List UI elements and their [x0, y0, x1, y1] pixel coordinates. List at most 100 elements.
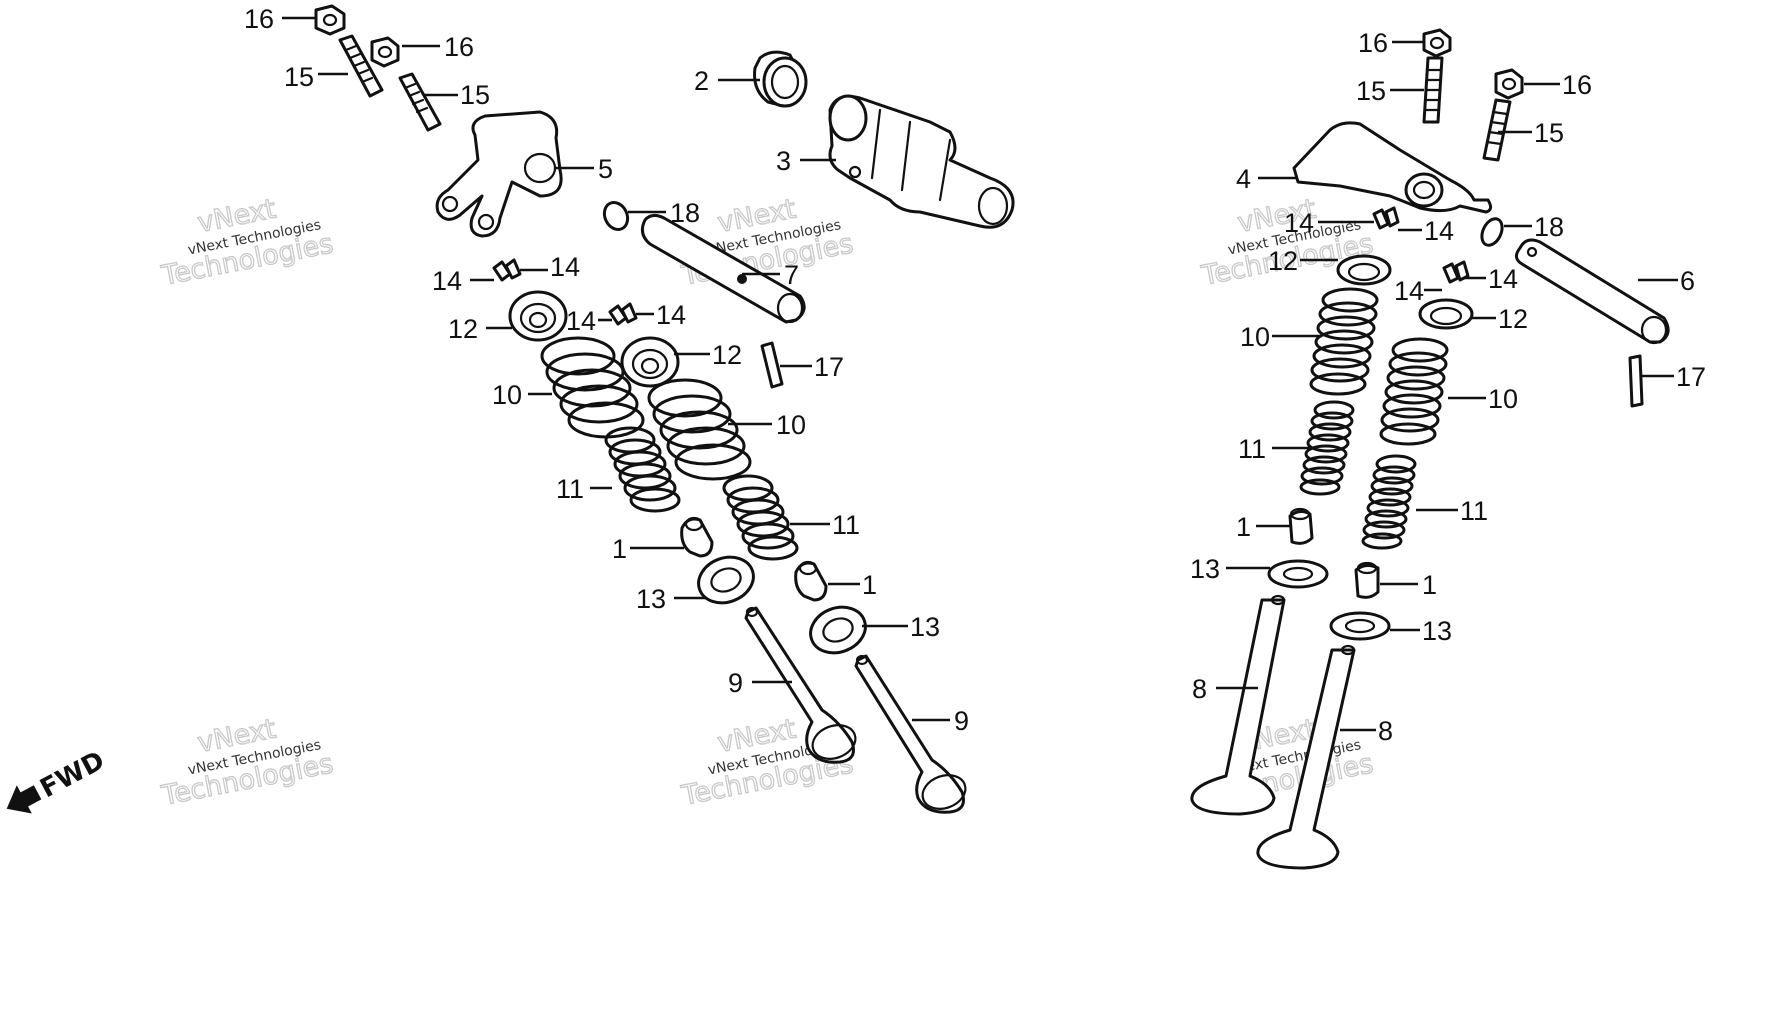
callout-15: 15: [284, 62, 314, 92]
callout-18: 18: [670, 198, 700, 228]
inner-spring-icon: [1361, 454, 1417, 550]
stem-seal-icon: [1288, 507, 1314, 545]
retainer-icon: [508, 290, 568, 342]
cotter-icon: [1372, 206, 1400, 230]
nut-icon: [1422, 28, 1452, 58]
callout-14: 14: [1424, 216, 1454, 246]
spring-seat-icon: [697, 555, 755, 605]
callout-15: 15: [460, 80, 490, 110]
callout-14: 14: [432, 266, 462, 296]
callout-1: 1: [1236, 512, 1251, 542]
outer-spring-icon: [1379, 337, 1449, 446]
callout-17: 17: [1676, 362, 1706, 392]
pin-icon: [1628, 354, 1644, 408]
pin-icon: [760, 341, 784, 389]
retainer-icon: [620, 336, 680, 388]
callout-1: 1: [862, 570, 877, 600]
callout-14: 14: [656, 300, 686, 330]
callout-labels: 16 16 15 15 5 2 3 18 7 14 14 14 14 12 12…: [244, 4, 1706, 746]
callout-6: 6: [1680, 266, 1695, 296]
callout-12: 12: [712, 340, 742, 370]
outer-spring-icon: [647, 378, 752, 481]
svg-text:FWD: FWD: [35, 746, 109, 804]
callout-10: 10: [776, 410, 806, 440]
callout-12: 12: [1498, 304, 1528, 334]
callout-11: 11: [832, 510, 860, 540]
rocker-arm-icon: [435, 110, 563, 238]
callout-12: 12: [1268, 246, 1298, 276]
callout-14: 14: [1488, 264, 1518, 294]
stem-seal-icon: [680, 516, 714, 558]
callout-12: 12: [448, 314, 478, 344]
callout-11: 11: [1460, 496, 1488, 526]
adjuster-screw-icon: [338, 34, 384, 98]
callout-8: 8: [1378, 716, 1393, 746]
rocker-shaft-icon: [640, 213, 806, 324]
stem-seal-icon: [794, 560, 828, 602]
watermark: vNext vNext Technologies Technologies: [158, 193, 336, 293]
callout-7: 7: [784, 260, 799, 290]
watermark: vNext vNext Technologies Technologies: [158, 713, 336, 813]
adjuster-screw-icon: [1422, 56, 1444, 124]
callout-3: 3: [776, 146, 791, 176]
fwd-arrow-icon: FWD: [6, 746, 110, 814]
callout-4: 4: [1236, 164, 1251, 194]
nut-icon: [1494, 68, 1524, 100]
gasket-icon: [753, 50, 808, 108]
retainer-icon: [1418, 298, 1474, 330]
callout-13: 13: [1422, 616, 1452, 646]
callout-14: 14: [550, 252, 580, 282]
callout-10: 10: [1488, 384, 1518, 414]
stem-seal-icon: [1354, 561, 1380, 599]
leader-lines: [282, 16, 1678, 732]
callout-9: 9: [954, 706, 969, 736]
rocker-shaft-icon: [1515, 238, 1670, 345]
callout-13: 13: [1190, 554, 1220, 584]
adjuster-screw-icon: [398, 72, 442, 132]
cotter-icon: [492, 258, 522, 282]
inner-spring-icon: [604, 426, 681, 513]
callout-1: 1: [1422, 570, 1437, 600]
callout-16: 16: [244, 4, 274, 34]
callout-2: 2: [694, 66, 709, 96]
callout-15: 15: [1534, 118, 1564, 148]
callout-11: 11: [556, 474, 584, 504]
callout-11: 11: [1238, 434, 1266, 464]
callout-13: 13: [636, 584, 666, 614]
callout-18: 18: [1534, 212, 1564, 242]
callout-17: 17: [814, 352, 844, 382]
exhaust-valve-icon: [854, 654, 967, 814]
watermark: vNext vNext Technologies Technologies: [678, 193, 856, 293]
callout-13: 13: [910, 612, 940, 642]
inner-spring-icon: [1299, 400, 1355, 496]
callout-9: 9: [728, 668, 743, 698]
adjuster-screw-icon: [1482, 98, 1512, 162]
callout-10: 10: [1240, 322, 1270, 352]
callout-1: 1: [612, 534, 627, 564]
spring-seat-icon: [1267, 559, 1329, 589]
callout-16: 16: [1562, 70, 1592, 100]
callout-14: 14: [1394, 276, 1424, 306]
rocker-arm-icon: [1292, 121, 1493, 214]
exhaust-valve-icon: [744, 606, 857, 764]
callout-16: 16: [444, 32, 474, 62]
spring-seat-icon: [809, 605, 867, 655]
intake-valve-icon: [1256, 644, 1356, 870]
nut-icon: [314, 4, 346, 36]
callout-10: 10: [492, 380, 522, 410]
inner-spring-icon: [722, 474, 799, 561]
callout-8: 8: [1192, 674, 1207, 704]
nut-icon: [370, 36, 400, 68]
callout-16: 16: [1358, 28, 1388, 58]
o-ring-icon: [1480, 217, 1504, 247]
outer-spring-icon: [1309, 287, 1379, 396]
cotter-icon: [1442, 260, 1470, 284]
callout-14: 14: [566, 306, 596, 336]
cotter-icon: [608, 302, 638, 326]
intake-valve-icon: [1190, 594, 1286, 816]
callout-14: 14: [1284, 208, 1314, 238]
retainer-icon: [1336, 254, 1392, 286]
callout-5: 5: [598, 154, 613, 184]
spring-seat-icon: [1329, 611, 1391, 641]
